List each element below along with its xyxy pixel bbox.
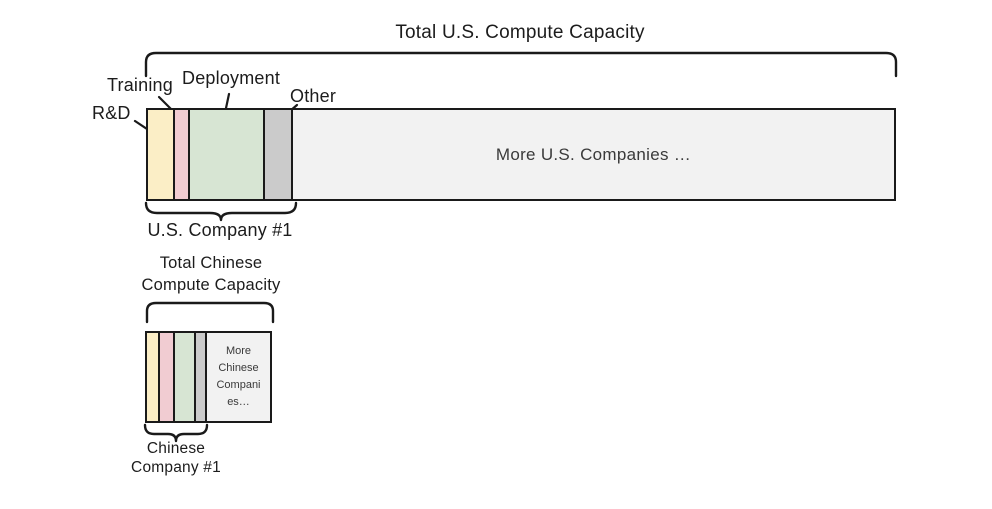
deployment-label: Deployment xyxy=(182,68,281,88)
cn-rnd-segment xyxy=(147,333,160,421)
cn-more-companies-label: More Chinese Compani es… xyxy=(216,344,261,409)
cn-training-segment xyxy=(160,333,175,421)
rnd-label: R&D xyxy=(92,103,131,123)
cn-deployment-segment xyxy=(175,333,196,421)
us-other-segment xyxy=(265,110,293,199)
cn-company-underbrace xyxy=(143,423,209,443)
cn-other-segment xyxy=(196,333,207,421)
us-more-companies-segment: More U.S. Companies … xyxy=(293,110,894,199)
other-label: Other xyxy=(290,86,337,106)
us-total-title: Total U.S. Compute Capacity xyxy=(395,22,645,43)
us-company-underbrace xyxy=(144,201,298,222)
cn-company-label: Chinese Company #1 xyxy=(131,440,221,476)
cn-compute-bar: More Chinese Compani es… xyxy=(145,331,272,423)
us-more-companies-label: More U.S. Companies … xyxy=(495,144,692,164)
us-compute-bar: More U.S. Companies … xyxy=(146,108,896,201)
cn-total-bracket xyxy=(145,301,275,324)
training-label: Training xyxy=(107,75,173,95)
us-deployment-segment xyxy=(190,110,265,199)
cn-total-title: Total Chinese Compute Capacity xyxy=(141,254,281,294)
cn-more-companies-segment: More Chinese Compani es… xyxy=(207,333,270,421)
us-training-segment xyxy=(175,110,190,199)
us-rnd-segment xyxy=(148,110,175,199)
us-company-label: U.S. Company #1 xyxy=(147,220,293,240)
